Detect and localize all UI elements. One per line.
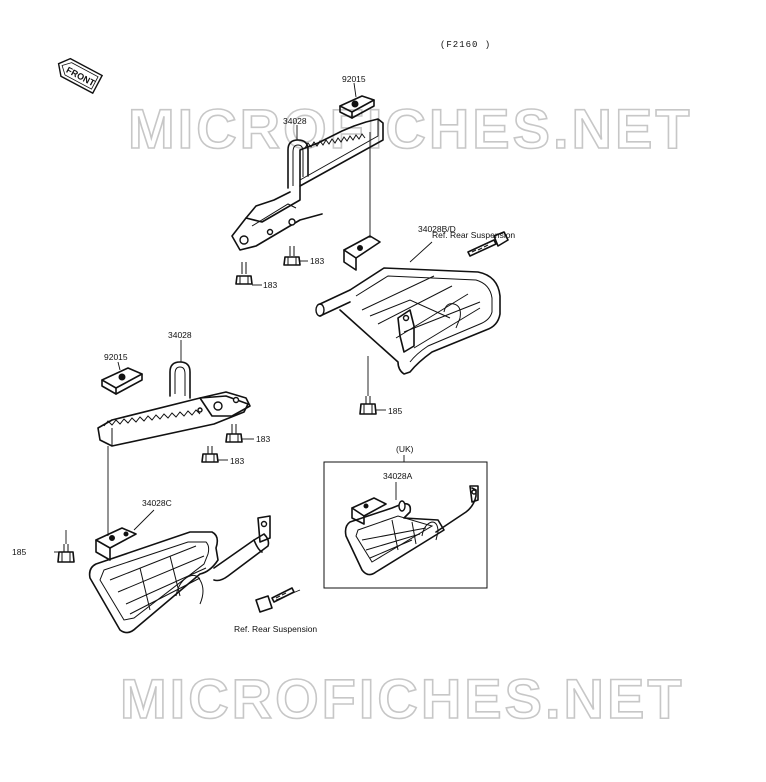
label-185-left: 185 <box>12 547 26 557</box>
label-ref-rear-top: Ref. Rear Suspension <box>432 230 515 240</box>
label-34028-top: 34028 <box>283 116 307 126</box>
label-183-b: 183 <box>310 256 324 266</box>
front-arrow-icon: FRONT <box>57 57 104 95</box>
uk-label: (UK) <box>396 444 414 454</box>
bolt-183-c <box>225 424 243 443</box>
label-34028c: 34028C <box>142 498 172 508</box>
label-92015-left: 92015 <box>104 352 128 362</box>
footrest-34028-left <box>97 361 251 447</box>
label-34028a: 34028A <box>383 471 413 481</box>
label-34028bd: 34028B/D <box>418 224 456 234</box>
bolt-185-right <box>359 396 377 415</box>
bolt-185-left <box>57 544 75 563</box>
bolt-183-d <box>201 446 219 463</box>
guard-34028a <box>344 485 479 576</box>
guard-34028c <box>88 515 271 634</box>
label-183-c: 183 <box>256 434 270 444</box>
label-34028-left: 34028 <box>168 330 192 340</box>
label-92015-top: 92015 <box>342 74 366 84</box>
footrest-34028-top <box>231 118 384 251</box>
ref-bolt-top <box>467 231 509 257</box>
ref-bolt-bottom <box>255 587 295 613</box>
label-185-right: 185 <box>388 406 402 416</box>
uk-variant-box <box>323 461 488 589</box>
label-183-a: 183 <box>263 280 277 290</box>
bolt-183-a <box>235 262 253 285</box>
label-ref-rear-bottom: Ref. Rear Suspension <box>234 624 317 634</box>
watermark-top: MICROFICHES.NET <box>128 97 693 160</box>
watermark-bottom: MICROFICHES.NET <box>120 667 685 730</box>
bolt-183-b <box>283 246 301 266</box>
clip-92015-left <box>101 367 143 395</box>
figure-code: (F2160 ) <box>440 40 491 50</box>
clip-92015-top <box>339 95 375 119</box>
guard-34028bd <box>315 235 501 375</box>
label-183-d: 183 <box>230 456 244 466</box>
